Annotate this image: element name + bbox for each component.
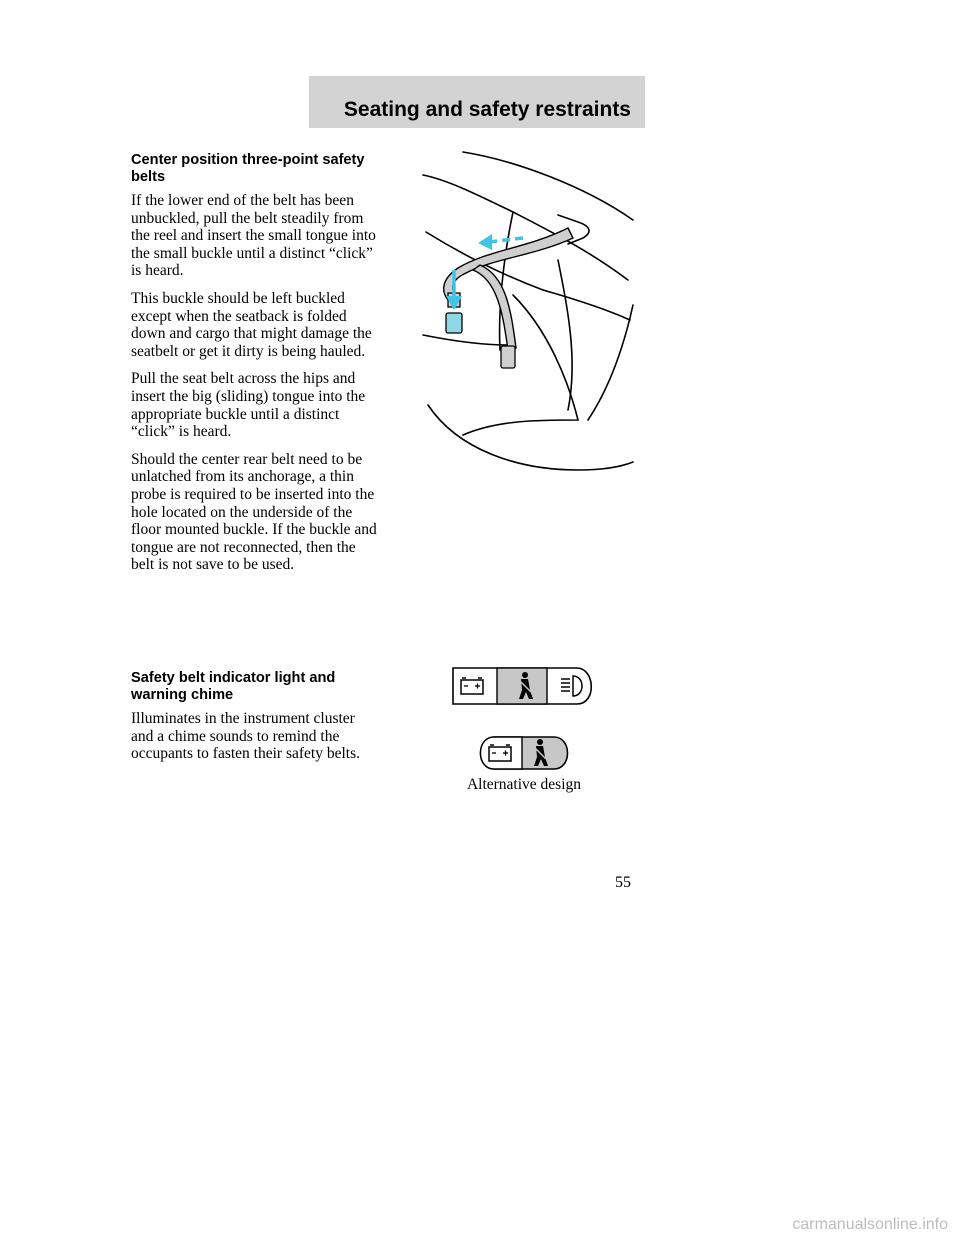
section-center-belts: Center position three-point safety belts… [131,152,381,584]
figure-caption: Alternative design [466,776,582,793]
seatbelt-icon [518,672,533,699]
section-indicator-light: Safety belt indicator light and warning … [131,670,381,773]
paragraph: Should the center rear belt need to be u… [131,450,377,574]
center-belt-illustration [422,151,634,471]
section-heading: Center position three-point safety belts [131,152,365,185]
paragraph: If the lower end of the belt has been un… [131,192,376,280]
battery-icon [488,744,512,762]
header-band: Seating and safety restraints [309,76,645,128]
headlamp-icon [561,675,583,697]
page-header-title: Seating and safety restraints [343,98,631,121]
battery-icon [460,677,484,695]
paragraph: Illuminates in the instrument cluster an… [131,710,360,763]
page-number: 55 [615,874,631,891]
indicator-panel-alternative [479,736,569,770]
indicator-panel [452,667,592,705]
paragraph: Pull the seat belt across the hips and i… [131,370,366,441]
section-heading: Safety belt indicator light and warning … [131,670,336,703]
watermark: carmanualsonline.info [792,1216,948,1233]
seatbelt-icon [533,739,548,766]
paragraph: This buckle should be left buckled excep… [131,289,372,360]
